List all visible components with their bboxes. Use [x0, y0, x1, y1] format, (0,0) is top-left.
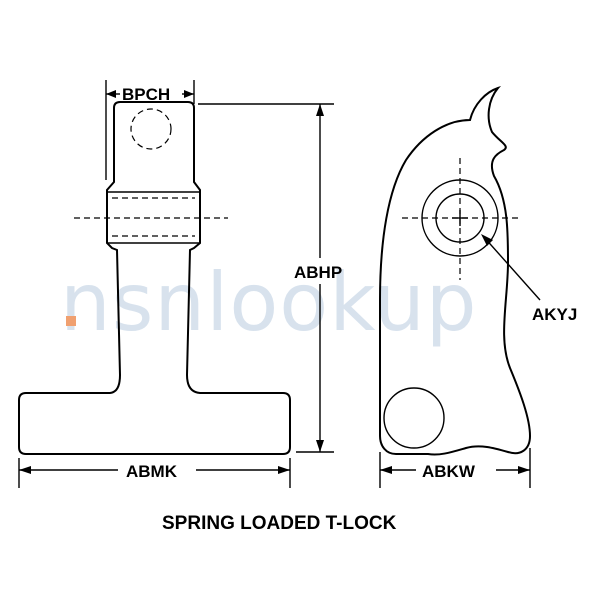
abmk-label: ABMK: [126, 462, 178, 481]
t-lock-side-view: AKYJ ABKW: [379, 85, 577, 488]
abhp-label: ABHP: [294, 263, 342, 282]
bpch-arrow-right: [184, 90, 194, 98]
bpch-arrow-left: [106, 90, 116, 98]
akyj-leader: [482, 235, 541, 301]
side-profile-outline: [379, 85, 532, 456]
abhp-arrow-top: [316, 104, 324, 116]
abmk-arrow-right: [278, 466, 290, 474]
abmk-arrow-left: [19, 466, 31, 474]
abkw-arrow-right: [518, 466, 530, 474]
watermark-text: nsnlookup: [60, 256, 478, 349]
akyj-arrow: [481, 234, 493, 246]
abkw-label: ABKW: [422, 462, 476, 481]
watermark-dot: [66, 316, 76, 326]
diagram-caption: SPRING LOADED T-LOCK: [162, 513, 397, 534]
akyj-label: AKYJ: [532, 305, 577, 324]
hidden-hole: [130, 108, 172, 150]
abhp-arrow-bottom: [316, 440, 324, 452]
pivot-circle: [383, 387, 445, 449]
stem-outline: [18, 101, 291, 455]
abkw-arrow-left: [380, 466, 392, 474]
bpch-label: BPCH: [122, 85, 170, 104]
watermark: nsnlookup: [60, 256, 478, 349]
t-lock-front-view: BPCH ABHP ABMK: [18, 80, 342, 488]
